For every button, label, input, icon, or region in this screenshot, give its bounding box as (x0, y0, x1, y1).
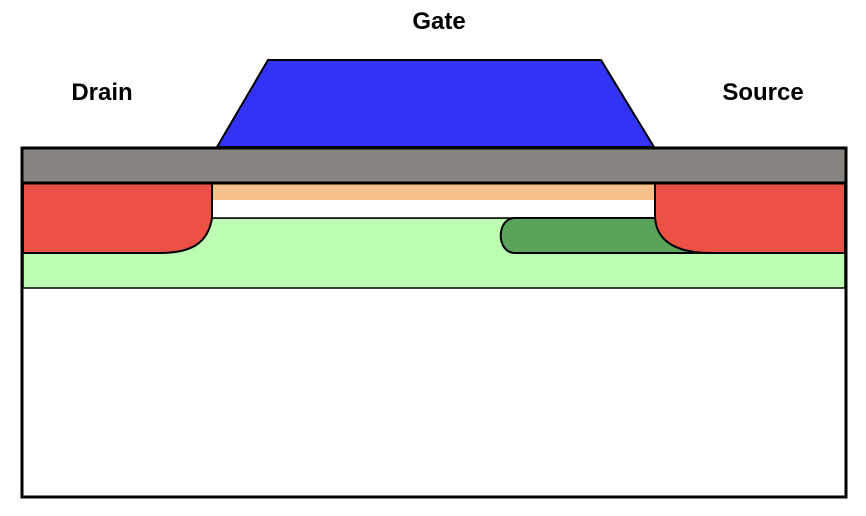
channel-stripe (213, 182, 655, 200)
source-region (654, 182, 846, 254)
gate-electrode (215, 59, 656, 148)
channel-gap (213, 199, 655, 218)
drain-label: Drain (71, 79, 132, 106)
drain-region (22, 182, 213, 254)
source-label: Source (722, 79, 803, 106)
oxide-layer (20, 146, 848, 185)
gate-label: Gate (412, 8, 465, 35)
